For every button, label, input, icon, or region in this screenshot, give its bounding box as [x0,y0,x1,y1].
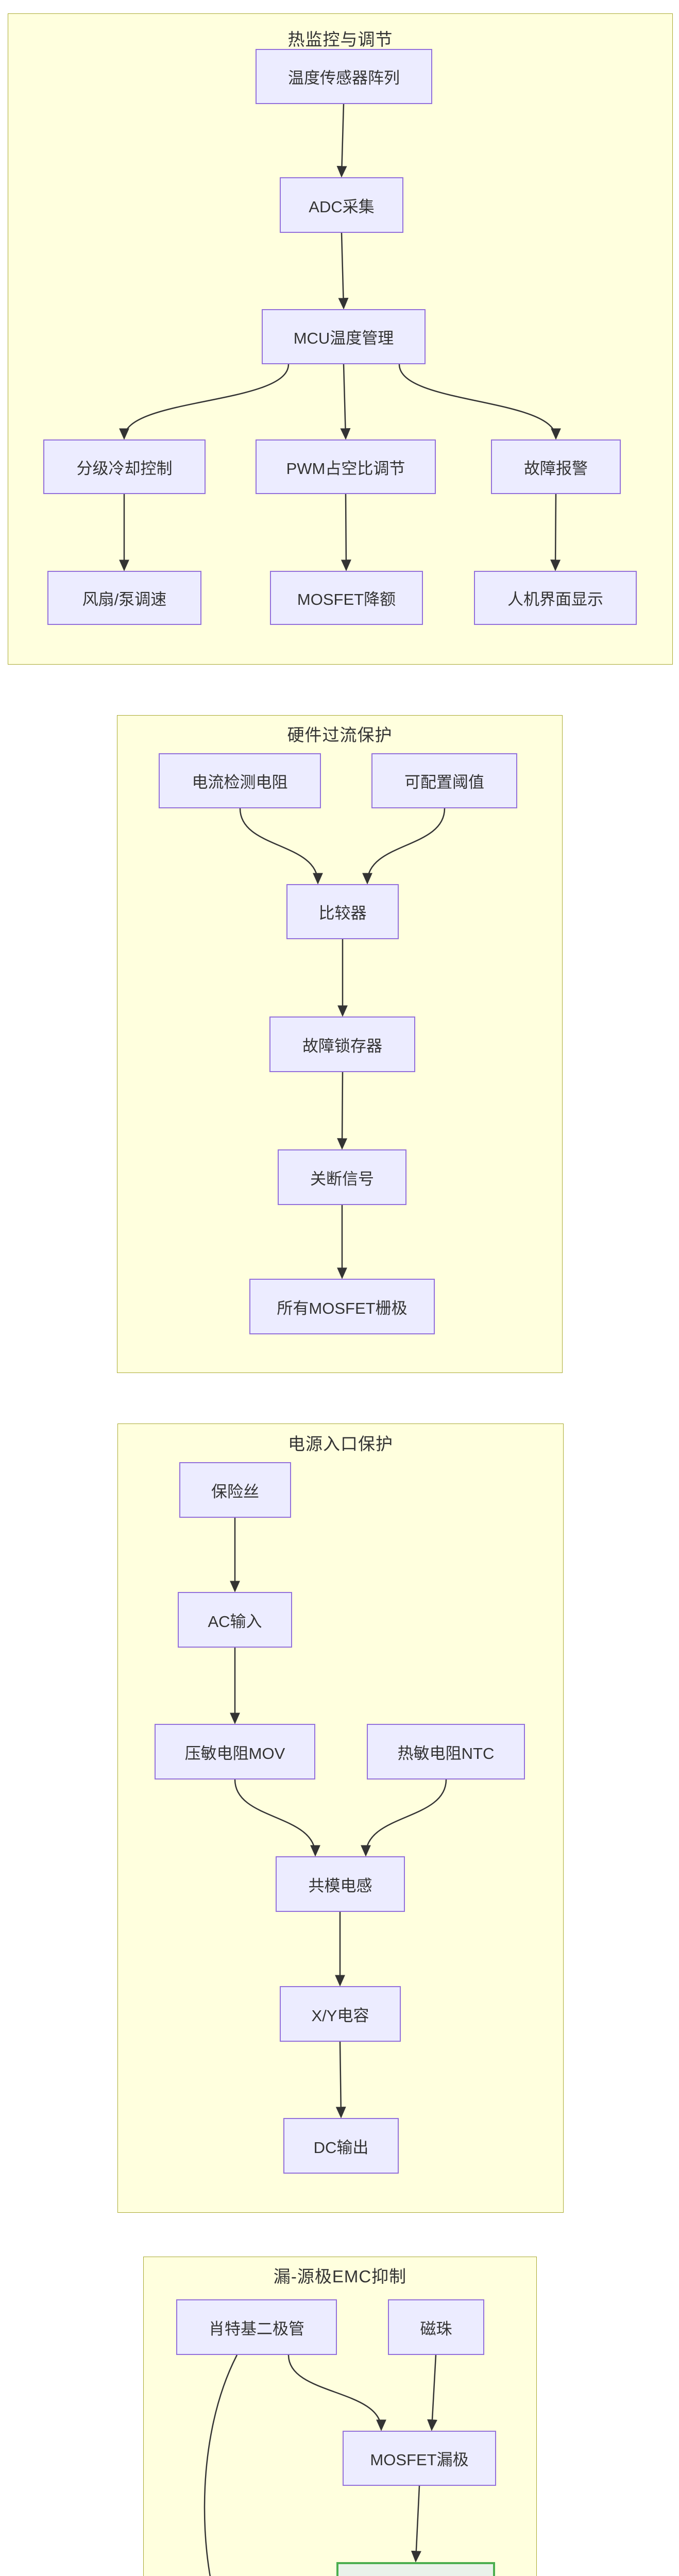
section-s3 [117,1423,564,2213]
diagram-node-sense: 电流检测电阻 [159,753,321,808]
node-label-bead: 磁珠 [420,2319,452,2338]
node-label-mov: 压敏电阻MOV [184,1744,285,1762]
diagram-node-mcu: MCU温度管理 [262,309,426,364]
diagram-node-shut: 关断信号 [278,1149,406,1205]
diagram-node-xy: X/Y电容 [280,1986,401,2042]
node-label-fuse: 保险丝 [211,1482,259,1501]
node-label-thresh: 可配置阈值 [404,773,484,791]
node-label-hmi: 人机界面显示 [507,590,603,608]
node-label-comp: 比较器 [318,904,367,922]
diagram-node-drain: MOSFET漏极 [343,2431,496,2486]
node-label-dc: DC输出 [313,2138,369,2157]
section-title-s1: 热监控与调节 [287,30,393,49]
node-label-gates: 所有MOSFET栅极 [277,1299,408,1317]
diagram-node-derate: MOSFET降额 [270,571,423,625]
node-label-alarm: 故障报警 [524,459,588,478]
node-label-ac: AC输入 [208,1612,262,1631]
node-label-shut: 关断信号 [310,1170,374,1188]
diagram-node-pwm: PWM占空比调节 [256,439,436,494]
node-label-schottky: 肖特基二极管 [209,2319,304,2338]
node-label-cm: 共模电感 [308,1876,372,1895]
diagram-node-temp: 温度传感器阵列 [256,49,432,104]
node-label-latch: 故障锁存器 [302,1037,382,1055]
section-title-s3: 电源入口保护 [288,1434,393,1453]
node-label-pwm: PWM占空比调节 [286,459,405,478]
node-label-temp: 温度传感器阵列 [288,69,400,87]
diagram-node-latch: 故障锁存器 [269,1016,415,1072]
diagram-node-mov: 压敏电阻MOV [155,1724,315,1780]
node-label-derate: MOSFET降额 [297,590,396,608]
diagram-node-bead: 磁珠 [388,2299,484,2355]
section-title-s2: 硬件过流保护 [287,725,393,744]
diagram-node-cm: 共模电感 [276,1856,405,1912]
diagram-node-hmi: 人机界面显示 [474,571,637,625]
diagram-node-comp: 比较器 [286,884,399,939]
diagram-node-gates: 所有MOSFET栅极 [249,1279,435,1334]
diagram-node-cool: 分级冷却控制 [43,439,206,494]
diagram-node-fan: 风扇/泵调速 [47,571,201,625]
diagram-node-thresh: 可配置阈值 [371,753,517,808]
node-label-drain: MOSFET漏极 [370,2451,469,2469]
node-label-ntc: 热敏电阻NTC [397,1744,495,1762]
node-label-cool: 分级冷却控制 [76,459,173,478]
diagram-node-ntc: 热敏电阻NTC [367,1724,525,1780]
diagram-node-fuse: 保险丝 [179,1462,291,1518]
diagram-node-dc: DC输出 [283,2118,399,2174]
node-label-xy: X/Y电容 [311,2006,369,2025]
node-label-fan: 风扇/泵调速 [82,590,167,608]
section-title-s4: 漏-源极EMC抑制 [273,2267,407,2286]
diagram-node-adc: ADC采集 [280,177,403,233]
diagram-node-ac: AC输入 [178,1592,292,1648]
node-label-mcu: MCU温度管理 [293,329,394,347]
node-label-adc: ADC采集 [309,197,375,216]
diagram-node-schottky: 肖特基二极管 [176,2299,337,2355]
node-label-sense: 电流检测电阻 [192,773,288,791]
diagram-node-cap: 高频陶瓷电容 [336,2562,495,2576]
diagram-node-alarm: 故障报警 [491,439,621,494]
